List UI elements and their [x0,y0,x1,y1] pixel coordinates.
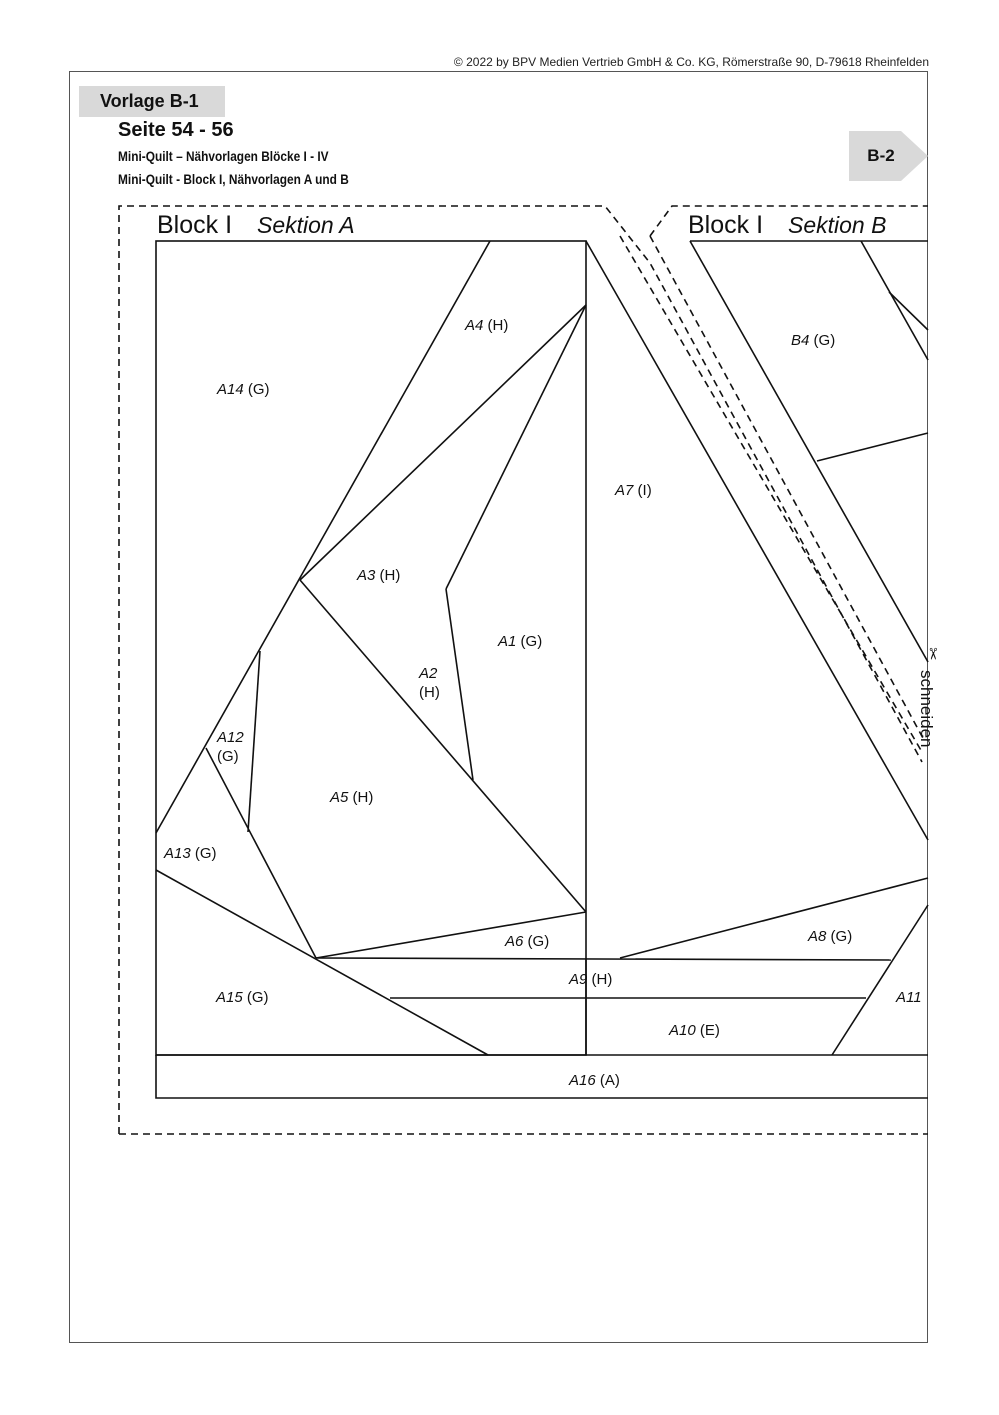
line-b-2 [888,291,929,331]
piece-a12-fabric: (G) [217,748,239,765]
cut-line [619,235,923,753]
piece-a4-fabric: (H) [488,317,509,334]
line-a7-side [585,240,929,841]
piece-a5-id: A5 [329,789,349,806]
svg-text:A15 (G): A15 (G) [215,989,269,1006]
line-a8 [619,877,929,959]
svg-text:A13 (G): A13 (G) [163,845,217,862]
piece-a1-fabric: (G) [521,633,543,650]
piece-a12-id: A12 [216,729,244,746]
page-frame [69,71,928,1343]
svg-text:A9 (H): A9 (H) [568,971,612,988]
line-a14-a4 [155,240,491,834]
piece-a16-fabric: (A) [600,1072,620,1089]
svg-text:A3 (H): A3 (H) [356,567,400,584]
piece-a10-id: A10 [668,1022,696,1039]
template-tab-label: Vorlage B-1 [100,91,199,111]
piece-a10-fabric: (E) [700,1022,720,1039]
page-range-title: Seite 54 - 56 [118,119,234,141]
piece-a2-id: A2 [418,665,438,682]
seam-allowance-b-side [649,235,925,741]
seam-allowance-b-top [649,205,928,237]
section-a-name: Sektion A [257,212,355,238]
line-a12-a5 [247,650,261,833]
scissors-icon: ✂ [923,647,941,661]
section-b-name: Sektion B [788,212,886,238]
piece-a8-fabric: (G) [831,928,853,945]
piece-a3-id: A3 [356,567,376,584]
line-a6 [315,911,587,959]
piece-a13-fabric: (G) [195,845,217,862]
svg-text:A4 (H): A4 (H) [464,317,508,334]
svg-text:A7 (I): A7 (I) [614,482,652,499]
piece-a1-id: A1 [497,633,516,650]
piece-a4-id: A4 [464,317,483,334]
piece-a15-fabric: (G) [247,989,269,1006]
copyright-notice: © 2022 by BPV Medien Vertrieb GmbH & Co.… [453,55,929,69]
piece-a8-id: A8 [807,928,827,945]
piece-a11-id: A11 [895,989,922,1006]
svg-text:A6 (G): A6 (G) [504,933,549,950]
section-b-block-label: Block I [688,211,763,239]
piece-a3-fabric: (H) [380,567,401,584]
next-template-label[interactable]: B-2 [867,146,895,165]
piece-a2-fabric: (H) [419,684,440,701]
line-a3-a5 [299,579,587,913]
svg-text:A8 (G): A8 (G) [807,928,852,945]
svg-text:A10 (E): A10 (E) [668,1022,720,1039]
seam-allowance-a [118,205,923,1134]
piece-a5-fabric: (H) [353,789,374,806]
arrow-tag-icon [849,131,928,181]
piece-a14-id: A14 [216,381,244,398]
svg-text:A16 (A): A16 (A) [568,1072,620,1089]
piece-b4-id: B4 [791,332,809,349]
line-a9-top [315,957,892,961]
piece-a15-id: A15 [215,989,243,1006]
line-a12-a13 [205,747,317,959]
svg-text:A5 (H): A5 (H) [329,789,373,806]
line-a4-a3 [299,304,587,581]
svg-text:A14 (G): A14 (G) [216,381,270,398]
piece-a9-fabric: (H) [592,971,613,988]
svg-text:A1 (G): A1 (G) [497,633,542,650]
piece-b4-fabric: (G) [814,332,836,349]
piece-a16-id: A16 [568,1072,596,1089]
section-b-side [689,240,929,663]
piece-a7-id: A7 [614,482,634,499]
line-b-3 [816,432,929,462]
template-tab: Vorlage B-1 [79,86,225,117]
strip-a16 [155,1054,928,1099]
right-crop-mask [929,200,999,1150]
svg-text:B4 (G): B4 (G) [791,332,835,349]
subtitle-block-one: Mini-Quilt - Block I, Nähvorlagen A und … [118,172,349,187]
piece-a14-fabric: (G) [248,381,270,398]
piece-a6-id: A6 [504,933,524,950]
line-a11 [831,904,929,1056]
line-a15 [155,869,489,1056]
piece-a13-id: A13 [163,845,191,862]
piece-a9-id: A9 [568,971,588,988]
cut-label: schneiden [917,670,936,748]
line-b-1 [860,240,929,361]
line-a2-a1 [445,588,474,781]
next-template-tag[interactable] [849,131,928,181]
piece-a7-fabric: (I) [638,482,652,499]
piece-a6-fabric: (G) [528,933,550,950]
subtitle-blocks: Mini-Quilt – Nähvorlagen Blöcke I - IV [118,149,329,164]
section-a-block-label: Block I [157,211,232,239]
line-a3-a1 [445,304,587,590]
